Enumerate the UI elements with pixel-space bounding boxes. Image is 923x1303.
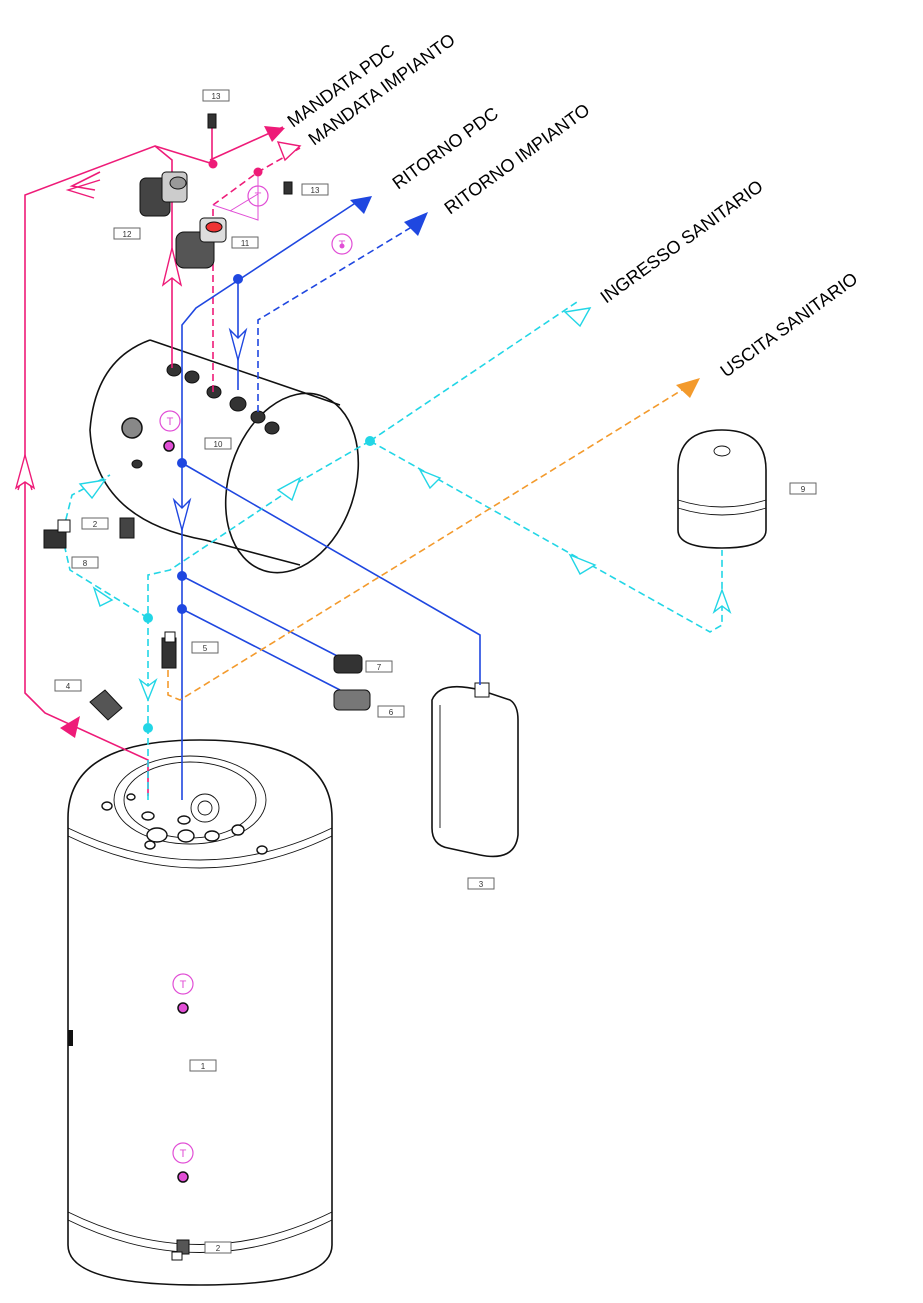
expansion-vessel-heating bbox=[431, 682, 519, 858]
circulator-pump-pdc bbox=[139, 171, 188, 217]
tag-12: 12 bbox=[113, 227, 141, 240]
tag-9: 9 bbox=[789, 482, 817, 495]
mixing-valve bbox=[161, 631, 177, 669]
pipe-uscita-sanitario bbox=[167, 384, 691, 701]
label-ritorno-impianto: RITORNO IMPIANTO bbox=[441, 100, 594, 219]
tag-13a: 13 bbox=[202, 89, 230, 102]
tag-2a: 2 bbox=[81, 517, 109, 530]
sensor-label: T bbox=[167, 416, 174, 428]
air-vent-valve bbox=[207, 113, 293, 195]
tag-5: 5 bbox=[191, 641, 219, 654]
flow-arrows bbox=[14, 126, 732, 738]
sensor-label: T bbox=[180, 979, 187, 991]
tag-4: 4 bbox=[54, 679, 82, 692]
tag-8: 8 bbox=[71, 556, 99, 569]
sensor-label: T bbox=[180, 1148, 187, 1160]
svg-text:8: 8 bbox=[83, 559, 88, 568]
svg-text:7: 7 bbox=[377, 663, 382, 672]
sensor-temperature-1: T bbox=[247, 185, 269, 207]
svg-text:9: 9 bbox=[801, 485, 806, 494]
svg-text:13: 13 bbox=[212, 92, 221, 101]
valve-7 bbox=[333, 654, 363, 674]
sensor-temperature-4: T bbox=[172, 973, 194, 995]
pipe-ritorno-impianto bbox=[257, 221, 421, 412]
tag-1: 1 bbox=[189, 1059, 217, 1072]
svg-text:1: 1 bbox=[201, 1062, 206, 1071]
svg-text:10: 10 bbox=[214, 440, 223, 449]
circulator-pump-impianto bbox=[175, 217, 227, 269]
label-uscita-sanitario: USCITA SANITARIO bbox=[717, 268, 862, 381]
svg-text:11: 11 bbox=[241, 239, 250, 248]
svg-text:6: 6 bbox=[389, 708, 394, 717]
tag-6: 6 bbox=[377, 705, 405, 718]
svg-text:13: 13 bbox=[311, 186, 320, 195]
safety-valve bbox=[43, 517, 135, 549]
tag-3: 3 bbox=[467, 877, 495, 890]
svg-text:3: 3 bbox=[479, 880, 484, 889]
sensor-label: T bbox=[255, 191, 262, 203]
tag-7: 7 bbox=[365, 660, 393, 673]
sensor-temperature-3: T bbox=[159, 410, 181, 432]
sensor-loop bbox=[212, 172, 259, 221]
tag-2b: 2 bbox=[204, 1241, 232, 1254]
svg-text:2: 2 bbox=[93, 520, 98, 529]
pipe-mandata-pdc bbox=[24, 124, 284, 796]
valve-4 bbox=[89, 689, 123, 721]
pipe-ingresso-sanitario bbox=[61, 299, 723, 800]
svg-text:5: 5 bbox=[203, 644, 208, 653]
tag-11: 11 bbox=[231, 236, 259, 249]
sensor-temperature-5: T bbox=[172, 1142, 194, 1164]
sensor-label: T bbox=[339, 239, 346, 251]
buffer-tank bbox=[89, 339, 360, 574]
tag-10: 10 bbox=[204, 437, 232, 450]
sensor-temperature-2: T bbox=[331, 233, 353, 255]
label-ingresso-sanitario: INGRESSO SANITARIO bbox=[597, 176, 767, 307]
drain-valve bbox=[171, 1239, 190, 1261]
expansion-vessel-sanitary bbox=[677, 429, 767, 549]
svg-text:2: 2 bbox=[216, 1244, 221, 1253]
pipe-mandata-impianto bbox=[212, 147, 301, 392]
svg-text:12: 12 bbox=[123, 230, 132, 239]
pipe-ritorno-pdc bbox=[181, 199, 481, 800]
storage-tank bbox=[67, 739, 333, 1286]
valve-6 bbox=[333, 689, 371, 711]
tag-13b: 13 bbox=[301, 183, 329, 196]
svg-text:4: 4 bbox=[66, 682, 71, 691]
